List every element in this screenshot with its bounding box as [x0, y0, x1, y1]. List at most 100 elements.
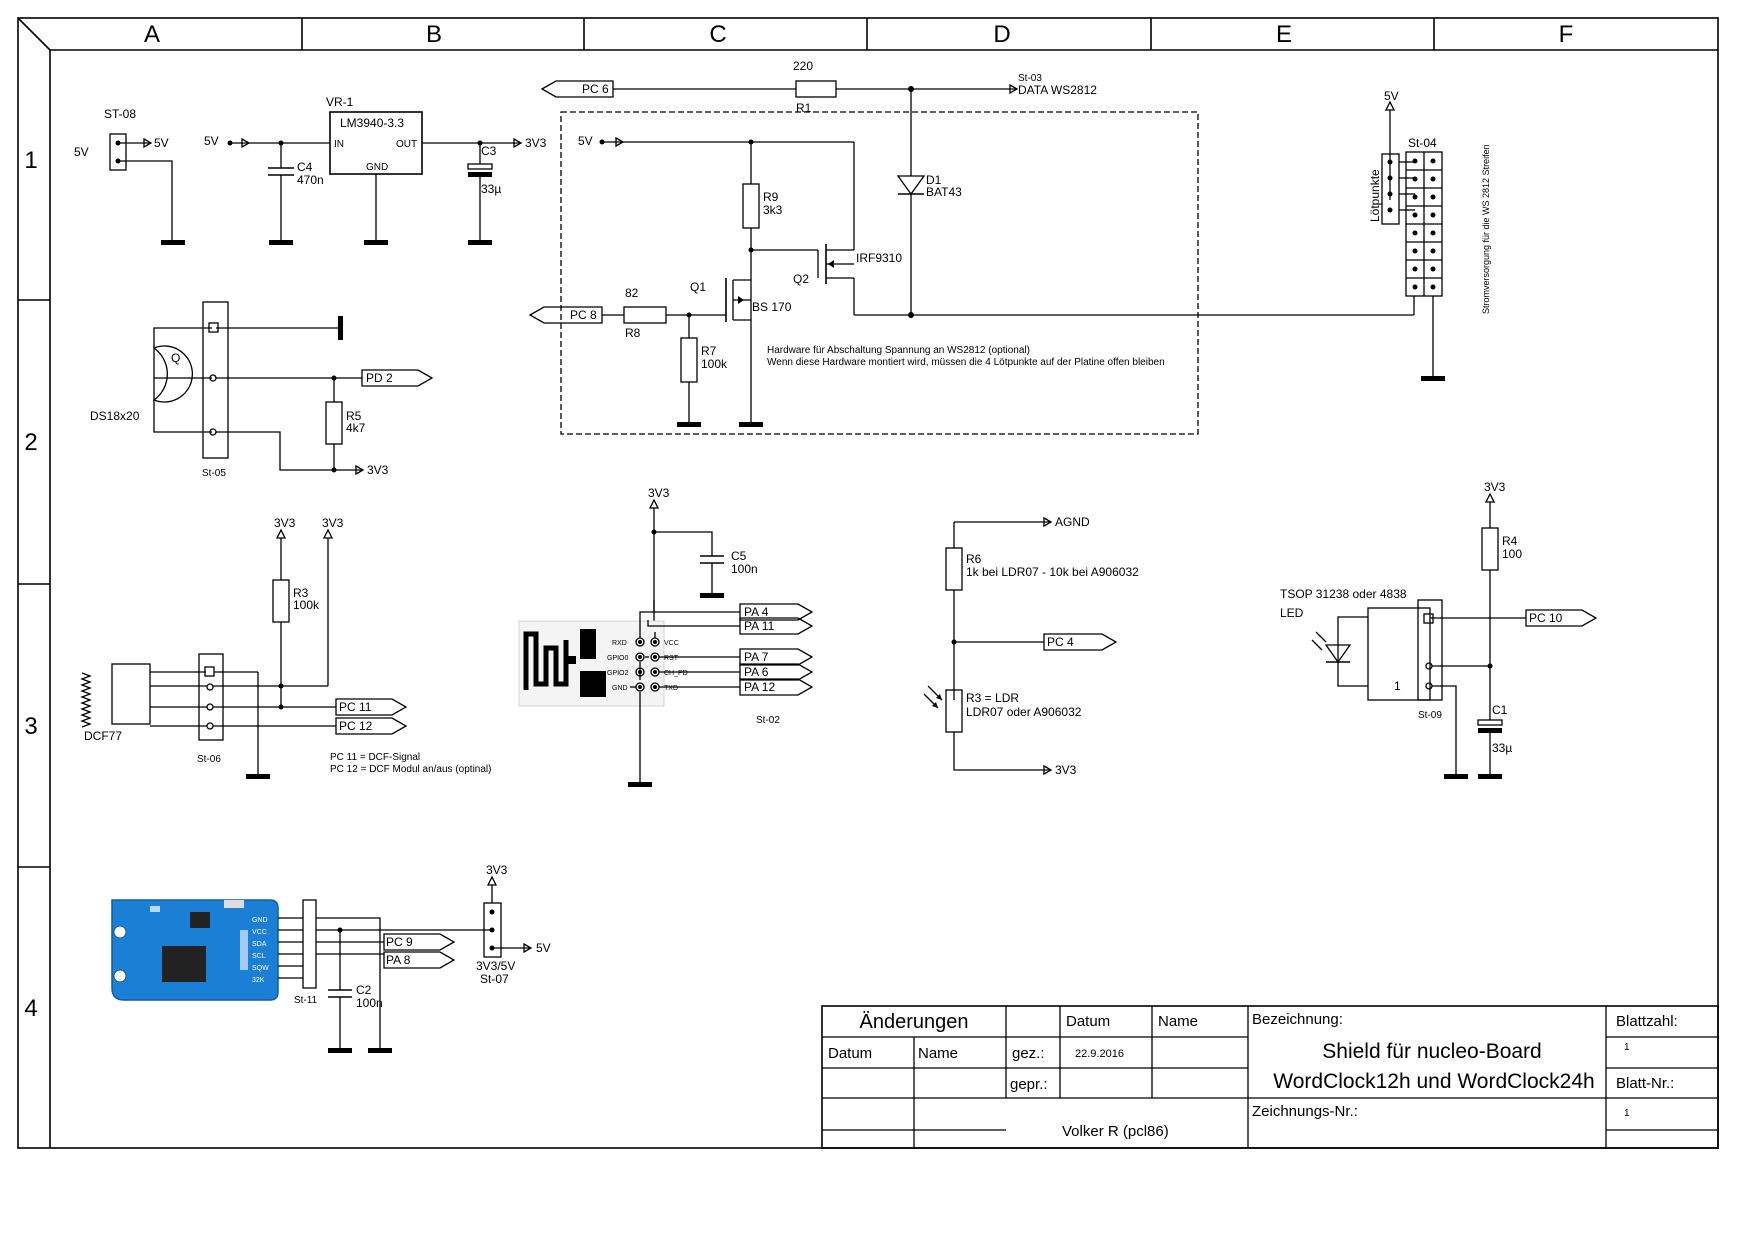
vr1-label: VR-1 [326, 95, 354, 109]
esp-pin-vcc: VCC [664, 640, 679, 647]
col-a: A [144, 21, 160, 48]
pc10-label: PC 10 [1529, 611, 1563, 625]
gepr-label: gepr.: [1010, 1076, 1048, 1093]
q1-label: Q1 [690, 280, 706, 294]
st06-label: St-06 [197, 754, 221, 765]
pc-note-2: PC 12 = DCF Modul an/aus (optinal) [330, 764, 491, 775]
pc6-label: PC 6 [582, 82, 609, 96]
v5-box-label: 5V [578, 134, 593, 148]
r5-label: R5 [346, 409, 362, 423]
st04-label: St-04 [1408, 136, 1437, 150]
bs170-label: BS 170 [752, 300, 792, 314]
r9-value: 3k3 [763, 203, 783, 217]
out-pin: OUT [396, 139, 417, 150]
tsop-label: TSOP 31238 oder 4838 [1280, 587, 1407, 601]
pa12-label: PA 12 [744, 680, 775, 694]
v3v3-5v-label: 3V3/5V [476, 959, 515, 973]
r6-value: 1k bei LDR07 - 10k bei A906032 [966, 565, 1139, 579]
datum-header: Datum [1066, 1013, 1110, 1030]
r1-value: 220 [793, 59, 813, 73]
r3-value: 100k [293, 598, 320, 612]
r4-value: 100 [1502, 547, 1522, 561]
irf-label: IRF9310 [856, 251, 902, 265]
ws2812-data-line: PC 6 220 R1 St-03 DATA WS2812 D1 BAT43 [540, 59, 1097, 315]
ldr-3v3-label: 3V3 [1055, 763, 1077, 777]
pa11-label: PA 11 [744, 619, 775, 633]
c4-value: 470n [297, 173, 324, 187]
c3-label: C3 [481, 144, 497, 158]
st04-connector: 5V Lötpunkte St-04 [1368, 89, 1491, 381]
esp-pin-gpio0: GPIO0 [607, 655, 629, 662]
row-4: 4 [24, 995, 37, 1022]
dcf77-receiver: 3V3 3V3 R3 100k DCF77 St-06 PC 11 [80, 516, 491, 779]
rtc-pin-gnd: GND [252, 917, 268, 924]
rtc-pin-sda: SDA [252, 941, 267, 948]
ds18-label: DS18x20 [90, 409, 140, 423]
tsop-ir-receiver: 3V3 R4 100 TSOP 31238 oder 4838 LED 1 St… [1280, 480, 1598, 779]
row-1: 1 [24, 147, 37, 174]
q2-label: Q2 [793, 272, 809, 286]
data-ws2812-label: DATA WS2812 [1018, 83, 1097, 97]
d1-label: D1 [926, 173, 942, 187]
datum-column: Datum [828, 1045, 872, 1062]
st08-label: ST-08 [104, 107, 136, 121]
blattzahl-label: Blattzahl: [1616, 1013, 1678, 1030]
col-d: D [993, 21, 1010, 48]
hw-note-1: Hardware für Abschaltung Spannung an WS2… [767, 345, 1030, 356]
stromversorgung-label: Stromversorgung für die WS 2812 Streifen [1481, 144, 1491, 314]
v5-in-label: 5V [204, 134, 219, 148]
drawing-title-line1: Shield für nucleo-Board [1322, 1040, 1541, 1063]
pc12-label: PC 12 [339, 719, 373, 733]
pa4-label: PA 4 [744, 605, 769, 619]
blattzahl-value: 1 [1624, 1042, 1630, 1053]
rtc-pin-vcc: VCC [252, 929, 267, 936]
c1-value: 33µ [1492, 741, 1512, 755]
zeichnungsnr-label: Zeichnungs-Nr.: [1252, 1103, 1358, 1120]
esp-pin-txd: TXD [664, 685, 678, 692]
esp-3v3-label: 3V3 [648, 486, 670, 500]
esp-pin-rst: RST [664, 655, 679, 662]
r3-ldr-label: R3 = LDR [966, 691, 1019, 705]
st08-5v-left: 5V [74, 145, 89, 159]
c2-label: C2 [356, 983, 372, 997]
blattnr-value: 1 [1624, 1108, 1630, 1119]
v3v3-out-label: 3V3 [525, 136, 547, 150]
r5-value: 4k7 [346, 421, 366, 435]
rtc-pin-32k: 32K [252, 977, 265, 984]
pc11-label: PC 11 [339, 700, 372, 714]
dcf-3v3-a: 3V3 [274, 516, 296, 530]
pa7-label: PA 7 [744, 650, 769, 664]
voltage-regulator: 5V C4 470n VR-1 LM3940-3.3 IN OUT GND 3V… [204, 95, 547, 245]
name-header: Name [1158, 1013, 1198, 1030]
col-f: F [1559, 21, 1574, 48]
esp8266-module: 3V3 C5 100n RXD GPIO0 GPIO2 GND [518, 486, 814, 787]
st11-label: St-11 [294, 995, 318, 1006]
st08-connector: ST-08 5V 5V [74, 107, 185, 245]
optional-power-switch: 5V R9 3k3 IRF9310 Q2 Q1 BS 170 P [528, 111, 1414, 435]
r6-label: R6 [966, 552, 982, 566]
agnd-label: AGND [1055, 515, 1090, 529]
rtc-module: GND VCC SDA SCL SQW 32K St-11 C2 100n [111, 863, 551, 1053]
hw-note-2: Wenn diese Hardware montiert wird, müsse… [767, 357, 1165, 368]
rtc-pin-sqw: SQW [252, 965, 269, 972]
ds18x20-sensor: Q DS18x20 St-05 PD 2 R5 4k7 3V3 [90, 301, 434, 479]
pc9-label: PC 9 [386, 935, 413, 949]
esp-pin-rxd: RXD [612, 640, 627, 647]
esp-pin-gnd: GND [612, 685, 628, 692]
st07-label: St-07 [480, 972, 509, 986]
bezeichnung-label: Bezeichnung: [1252, 1011, 1343, 1028]
r4-label: R4 [1502, 534, 1518, 548]
row-2: 2 [24, 429, 37, 456]
esp-pin-chpd: CH_PD [664, 670, 688, 677]
dcf-3v3-b: 3V3 [322, 516, 344, 530]
row-3: 3 [24, 713, 37, 740]
pa6-label: PA 6 [744, 665, 769, 679]
r4-3v3-label: 3V3 [1484, 480, 1506, 494]
c3-value: 33µ [481, 182, 501, 196]
r5-3v3-label: 3V3 [367, 463, 389, 477]
st03-label: St-03 [1018, 73, 1042, 84]
r7-label: R7 [701, 344, 717, 358]
gez-label: gez.: [1012, 1045, 1045, 1062]
c4-label: C4 [297, 160, 313, 174]
